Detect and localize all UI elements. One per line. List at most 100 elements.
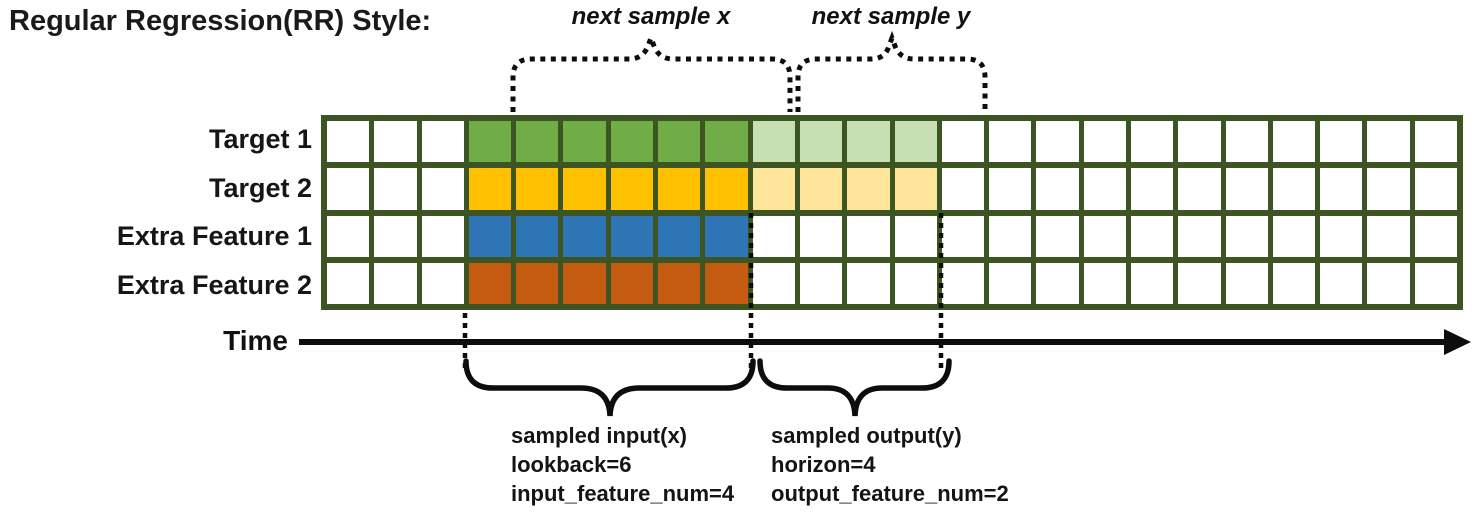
grid-cell — [610, 215, 654, 257]
grid-cell — [1130, 262, 1174, 304]
grid-cell — [752, 168, 795, 210]
grid-cell — [563, 215, 606, 257]
grid-cell — [1367, 215, 1410, 257]
grid-cell — [894, 168, 937, 210]
grid-cell — [941, 121, 985, 163]
grid-cell — [516, 121, 559, 163]
grid-cell — [421, 121, 464, 163]
grid-cell — [1036, 215, 1079, 257]
grid-cell — [327, 121, 370, 163]
grid-cell — [610, 121, 654, 163]
grid-cell — [847, 168, 890, 210]
grid-cell — [1320, 262, 1363, 304]
time-axis-arrow — [299, 329, 1471, 355]
grid-cell — [327, 215, 370, 257]
grid-cell — [516, 262, 559, 304]
grid-cell — [1036, 121, 1079, 163]
grid-cell — [421, 215, 464, 257]
grid-cell — [1083, 168, 1126, 210]
sample-grid — [321, 115, 1463, 310]
grid-cell — [799, 215, 843, 257]
grid-cell — [374, 168, 417, 210]
row-label: Extra Feature 1 — [116, 221, 312, 252]
time-axis-label: Time — [223, 325, 288, 356]
grid-cell — [563, 262, 606, 304]
grid-cell — [1178, 168, 1221, 210]
grid-cell — [989, 121, 1032, 163]
grid-cell — [1320, 121, 1363, 163]
lookback-line: lookback=6 — [511, 452, 632, 477]
grid-cell — [1414, 262, 1457, 304]
grid-cell — [610, 168, 654, 210]
grid-cell — [705, 121, 748, 163]
output-feature-num-line: output_feature_num=2 — [771, 481, 1009, 506]
grid-cell — [658, 168, 701, 210]
grid-cell — [799, 168, 843, 210]
sampled-output-annotation: sampled output(y) horizon=4 output_featu… — [771, 421, 1009, 508]
grid-cell — [563, 121, 606, 163]
grid-cell — [894, 262, 937, 304]
grid-cell — [989, 262, 1032, 304]
grid-cell — [1367, 121, 1410, 163]
grid-cell — [989, 215, 1032, 257]
grid-cell — [941, 215, 985, 257]
grid-cell — [658, 121, 701, 163]
grid-cell — [799, 262, 843, 304]
grid-cell — [516, 168, 559, 210]
grid-cell — [658, 215, 701, 257]
row-label: Target 2 — [208, 172, 312, 203]
grid-cell — [1367, 262, 1410, 304]
grid-cell — [1083, 262, 1126, 304]
grid-cell — [468, 262, 512, 304]
grid-cell — [1225, 121, 1268, 163]
page-title: Regular Regression(RR) Style: — [9, 5, 432, 37]
grid-cell — [468, 215, 512, 257]
horizon-line: horizon=4 — [771, 452, 876, 477]
grid-cell — [1083, 121, 1126, 163]
grid-cell — [1272, 262, 1316, 304]
grid-cell — [847, 215, 890, 257]
grid-cell — [421, 168, 464, 210]
sampled-input-brace — [463, 358, 756, 417]
grid-cell — [1320, 168, 1363, 210]
sampled-input-annotation: sampled input(x) lookback=6 input_featur… — [511, 421, 734, 508]
grid-cell — [374, 121, 417, 163]
grid-cell — [705, 215, 748, 257]
grid-cell — [1225, 262, 1268, 304]
grid-cell — [752, 215, 795, 257]
next-sample-y-brace — [795, 30, 988, 112]
grid-cell — [468, 168, 512, 210]
grid-cell — [1367, 168, 1410, 210]
sampled-input-line: sampled input(x) — [511, 423, 688, 448]
grid-cell — [799, 121, 843, 163]
grid-cell — [1272, 215, 1316, 257]
grid-cell — [1178, 215, 1221, 257]
grid-cell — [1130, 121, 1174, 163]
grid-cell — [1225, 215, 1268, 257]
grid-cell — [327, 262, 370, 304]
next-sample-x-label: next sample x — [571, 3, 731, 30]
grid-cell — [941, 168, 985, 210]
grid-cell — [1083, 215, 1126, 257]
row-label: Target 1 — [208, 123, 312, 154]
sampled-output-brace — [757, 358, 952, 417]
grid-cell — [1178, 262, 1221, 304]
grid-cell — [1320, 215, 1363, 257]
grid-cell — [705, 262, 748, 304]
input-feature-num-line: input_feature_num=4 — [511, 481, 735, 506]
grid-cell — [1036, 262, 1079, 304]
grid-cell — [894, 121, 937, 163]
grid-cell — [847, 121, 890, 163]
grid-cell — [374, 215, 417, 257]
grid-cell — [421, 262, 464, 304]
grid-cell — [1414, 121, 1457, 163]
sampled-output-line: sampled output(y) — [771, 423, 962, 448]
grid-cell — [658, 262, 701, 304]
grid-cell — [752, 262, 795, 304]
grid-cell — [374, 262, 417, 304]
grid-cell — [989, 168, 1032, 210]
grid-cell — [1130, 168, 1174, 210]
